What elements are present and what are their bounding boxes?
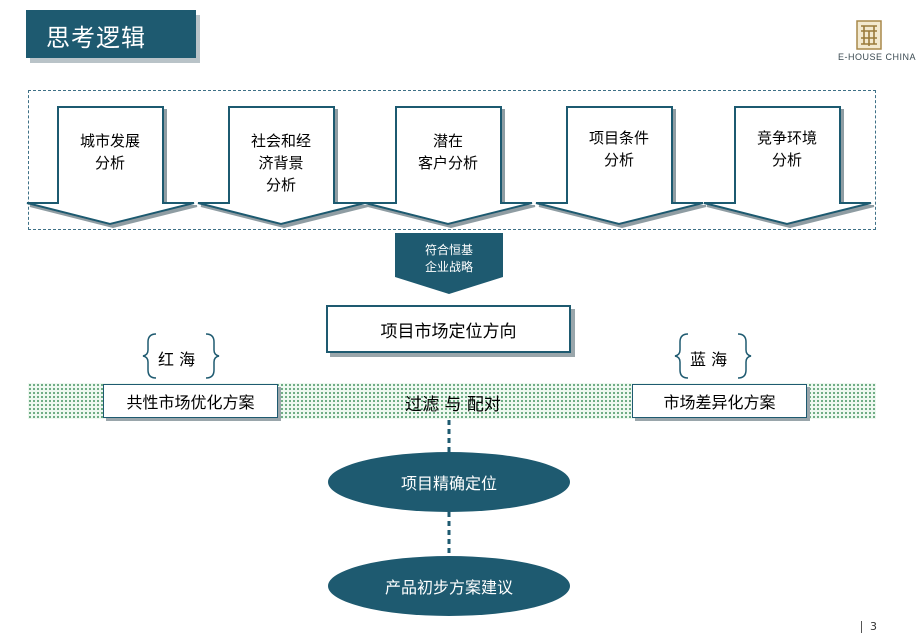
arrow-shape-2	[197, 106, 366, 226]
arrow-label-social: 社会和经济背景分析	[250, 132, 311, 194]
analysis-frame	[28, 90, 876, 230]
positioning-label: 项目市场定位方向	[380, 321, 517, 342]
page-number: 3	[870, 620, 877, 633]
precise-positioning-label: 项目精确定位	[400, 474, 497, 493]
arrow-shape-4	[535, 106, 704, 226]
red-sea-plan-box: 共性市场优化方案	[103, 384, 278, 418]
red-sea-brace-right	[205, 333, 220, 379]
arrow-label-competition: 竞争环境分析	[756, 129, 817, 169]
filter-match-label: 过滤 与 配对	[405, 395, 501, 415]
title-banner	[26, 10, 196, 58]
precise-positioning-ellipse: 项目精确定位	[328, 452, 570, 512]
blue-sea-plan-label: 市场差异化方案	[663, 393, 776, 412]
arrow-label-project: 项目条件分析	[588, 129, 649, 169]
blue-sea-label: 蓝 海	[690, 350, 728, 369]
page-title: 思考逻辑	[46, 24, 146, 52]
red-sea-plan-label: 共性市场优化方案	[126, 393, 255, 412]
arrow-shape-3	[364, 106, 533, 226]
page-number-divider	[861, 621, 862, 633]
product-plan-ellipse: 产品初步方案建议	[328, 556, 570, 616]
arrow-shape-1	[26, 106, 195, 226]
strategy-arrow-shape	[395, 233, 503, 294]
strategy-arrow-label: 符合恒基企业战略	[424, 243, 473, 274]
arrow-label-city: 城市发展分析	[79, 132, 140, 172]
product-plan-label: 产品初步方案建议	[384, 578, 513, 597]
ehouse-logo-icon	[856, 20, 882, 50]
red-sea-brace-left	[142, 333, 157, 379]
positioning-box: 项目市场定位方向	[326, 305, 571, 353]
blue-sea-brace-right	[737, 333, 752, 379]
arrow-shape-5	[703, 106, 872, 226]
blue-sea-plan-box: 市场差异化方案	[632, 384, 807, 418]
red-sea-label: 红 海	[158, 350, 196, 369]
blue-sea-brace-left	[674, 333, 689, 379]
logo-text: E-HOUSE CHINA	[838, 52, 917, 62]
arrow-label-customer: 潜在客户分析	[417, 132, 478, 172]
